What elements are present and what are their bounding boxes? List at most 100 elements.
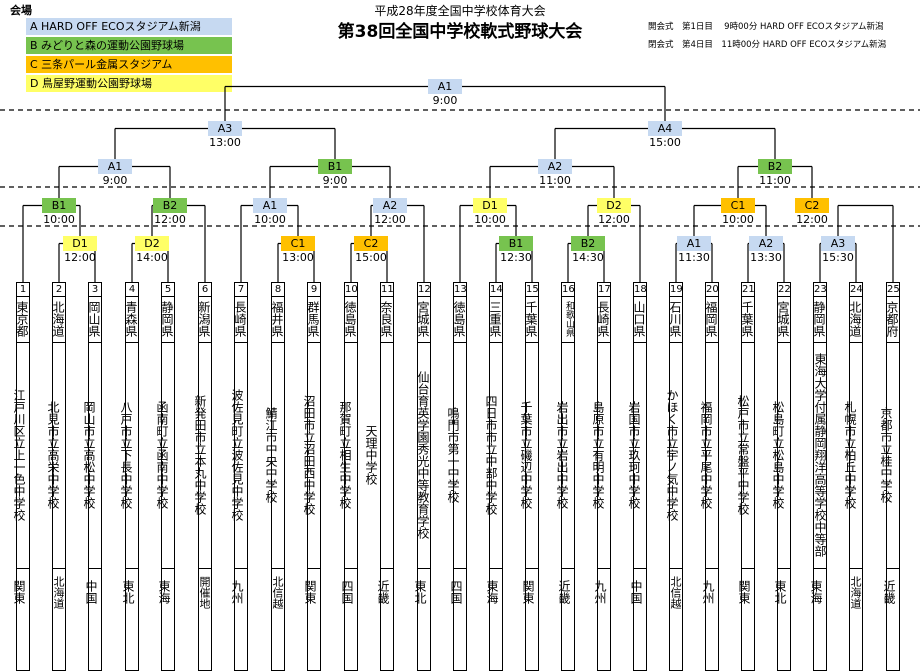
team-region: 近畿 [882, 580, 896, 604]
team-divider [381, 342, 393, 343]
team-region: 四国 [449, 580, 463, 604]
team-number: 5 [162, 283, 174, 297]
team-prefecture: 静岡県 [812, 301, 826, 337]
game-time: 12:30 [500, 251, 532, 264]
team-number: 6 [199, 283, 211, 297]
team-divider [53, 568, 65, 569]
team-region: 四国 [340, 580, 354, 604]
game-time: 11:00 [539, 174, 571, 187]
game-time: 13:00 [282, 251, 314, 264]
team-divider [778, 342, 790, 343]
team-school: 札幌市立柏丘中学校 [843, 401, 857, 509]
closing-ceremony-info: 閉会式 第4日目 11時00分 HARD OFF ECOスタジアム新潟 [648, 40, 887, 50]
team-divider [53, 342, 65, 343]
team-divider [418, 342, 430, 343]
team-divider [199, 568, 211, 569]
team-prefecture: 長崎県 [596, 301, 610, 337]
team-prefecture: 千葉県 [524, 301, 538, 337]
team-number: 24 [850, 284, 863, 297]
team-divider [345, 342, 357, 343]
team-number: 2 [53, 283, 65, 297]
team-prefecture: 奈良県 [379, 301, 393, 337]
team-school: 北見市立高栄中学校 [46, 401, 60, 509]
game-time: 9:00 [432, 94, 458, 107]
game-time: 13:00 [209, 136, 241, 149]
team-prefecture: 徳島県 [343, 301, 357, 337]
team-divider [454, 342, 466, 343]
team-region: 関東 [12, 580, 26, 604]
game-time: 12:00 [598, 213, 630, 226]
team-number: 18 [634, 284, 647, 297]
team-number: 20 [706, 284, 719, 297]
team-number: 7 [235, 283, 247, 297]
team-number: 4 [126, 283, 138, 297]
game-time: 10:00 [254, 213, 286, 226]
team-school: 沼田市立沼田西中学校 [302, 395, 316, 515]
game-time: 9:00 [102, 174, 128, 187]
team-number: 21 [742, 284, 755, 297]
team-divider [308, 342, 320, 343]
team-school: 東海大学付属静岡翔洋高等学校中等部 [813, 353, 827, 557]
team-divider [162, 342, 174, 343]
team-prefecture: 三重県 [488, 301, 502, 337]
team-number: 11 [381, 284, 394, 297]
team-divider [126, 568, 138, 569]
team-region: 中国 [84, 580, 98, 604]
game-time: 12:00 [374, 213, 406, 226]
team-divider [345, 568, 357, 569]
team-school: 岩国市立玖珂中学校 [627, 401, 641, 509]
team-prefecture: 北海道 [848, 301, 862, 337]
team-school: 島原市立有明中学校 [591, 401, 605, 509]
team-region: 九州 [593, 580, 607, 604]
game-time: 14:30 [572, 251, 604, 264]
team-number: 9 [308, 283, 320, 297]
team-divider [308, 568, 320, 569]
team-divider [706, 568, 718, 569]
team-region: 九州 [230, 580, 244, 604]
game-time: 10:00 [43, 213, 75, 226]
team-region: 近畿 [557, 580, 571, 604]
team-region: 東北 [773, 580, 787, 604]
game-code-box: A1 [428, 79, 462, 94]
team-divider [418, 568, 430, 569]
team-divider [454, 568, 466, 569]
game-code-box: A3 [208, 121, 242, 136]
tournament-title: 第38回全国中学校軟式野球大会 [337, 22, 583, 42]
team-divider [598, 342, 610, 343]
team-divider [235, 342, 247, 343]
team-prefecture: 和歌山県 [564, 301, 574, 337]
team-school: 松島町立松島中学校 [771, 401, 785, 509]
team-region: 関東 [737, 580, 751, 604]
opening-ceremony-info: 開会式 第1日目 9時00分 HARD OFF ECOスタジアム新潟 [648, 22, 884, 32]
team-region: 北海道 [52, 575, 65, 609]
game-code-box: B2 [153, 198, 187, 213]
team-prefecture: 石川県 [668, 301, 682, 337]
team-prefecture: 山口県 [632, 301, 646, 337]
game-time: 11:00 [759, 174, 791, 187]
team-region: 北海道 [849, 575, 862, 609]
team-region: 北信越 [669, 575, 682, 609]
team-divider [742, 568, 754, 569]
team-divider [526, 342, 538, 343]
game-time: 10:00 [474, 213, 506, 226]
team-prefecture: 福岡県 [704, 301, 718, 337]
team-school: 鯖江市中央中学校 [264, 407, 278, 503]
team-divider [634, 342, 646, 343]
team-school: 松戸市立常盤平中学校 [736, 395, 750, 515]
team-number: 8 [272, 283, 284, 297]
